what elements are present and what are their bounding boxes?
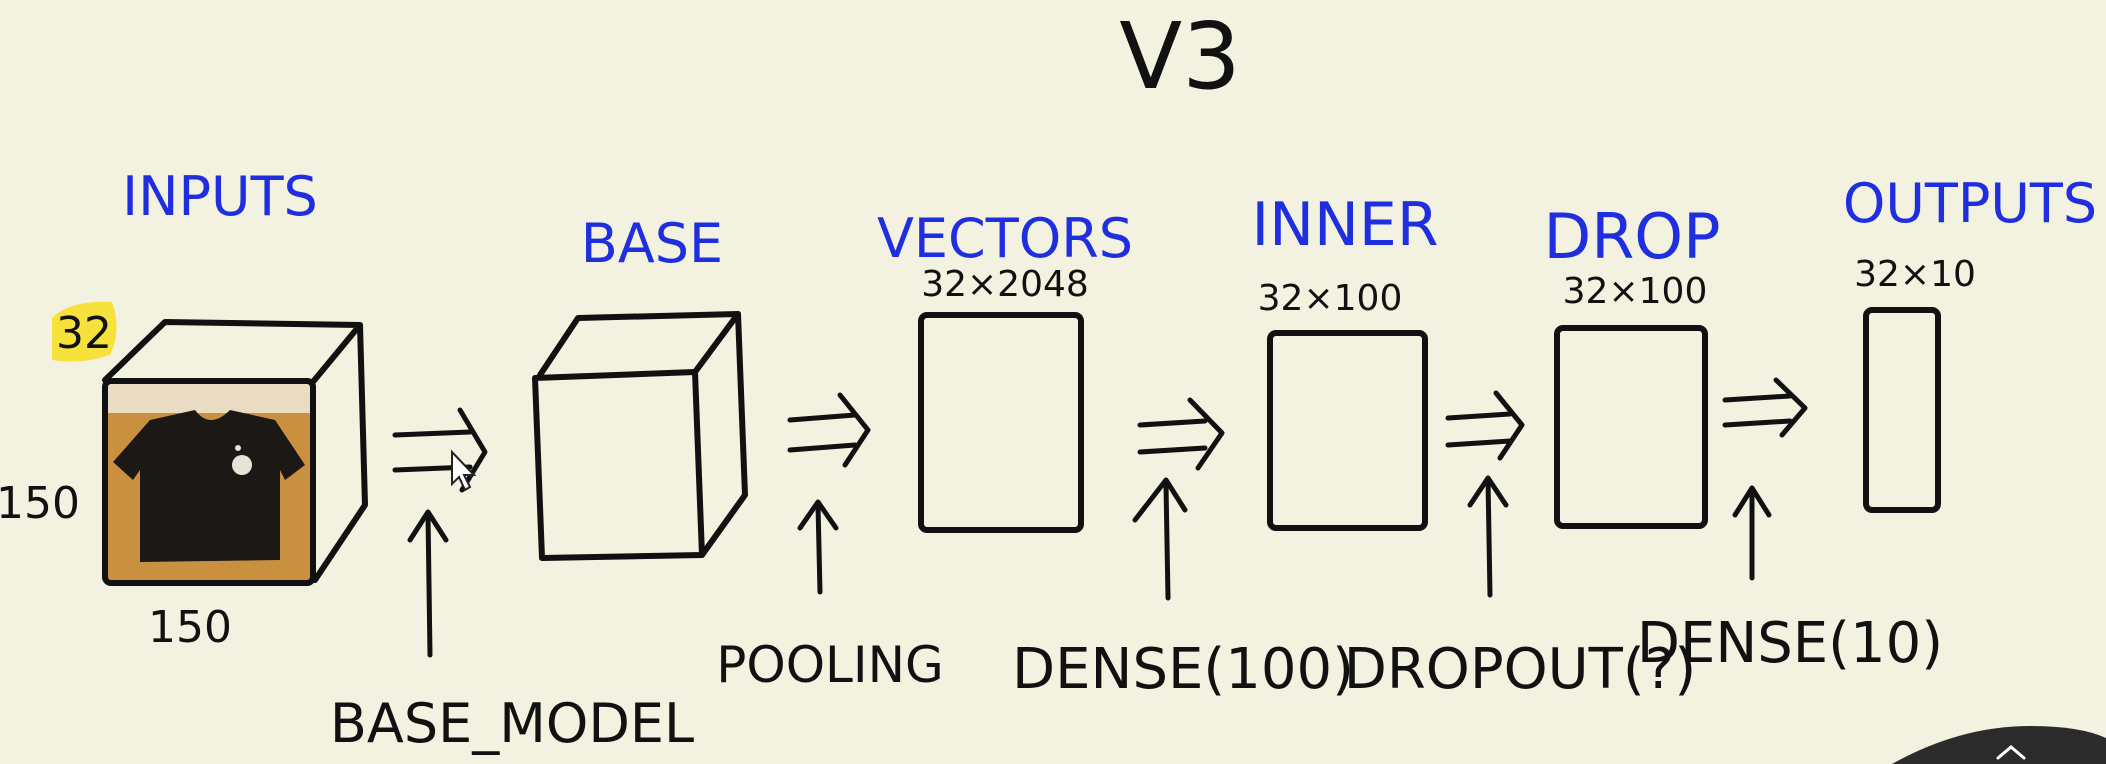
outputs-block [1863,307,1941,513]
corner-control[interactable] [1892,726,2106,764]
stage-label-inputs: INPUTS [122,165,318,228]
op-label-pooling: POOLING [716,636,944,694]
shape-inner: 32×100 [1258,278,1403,319]
op-label-dropout: DROPOUT(?) [1344,637,1697,702]
op-arrow-dropout [1467,475,1509,598]
mouse-cursor-icon [451,449,477,492]
inner-block [1267,330,1428,531]
flow-arrow-1 [392,407,488,493]
op-label-dense100: DENSE(100) [1012,637,1354,702]
stage-label-drop: DROP [1543,200,1720,273]
chevron-up-icon[interactable] [1996,745,2026,760]
vectors-block [918,312,1084,533]
tshirt-photo [107,383,312,583]
diagram-title: V3 [1119,3,1240,110]
stage-label-inner: INNER [1251,190,1438,260]
input-batch-size: 32 [56,308,112,359]
input-cube: 32 [52,301,368,586]
op-label-dense10: DENSE(10) [1637,611,1943,676]
op-arrow-pooling [797,499,839,595]
shape-drop: 32×100 [1563,271,1708,312]
flow-arrow-5 [1722,377,1808,438]
batch-highlight [52,301,117,362]
input-height: 150 [0,478,80,529]
stage-label-vectors: VECTORS [877,207,1133,270]
stage-label-base: BASE [581,212,723,275]
flow-arrow-3 [1137,397,1225,471]
shape-vectors: 32×2048 [921,264,1089,305]
op-arrow-dense10 [1732,485,1772,581]
shape-outputs: 32×10 [1854,254,1976,295]
op-arrow-dense100 [1132,477,1188,601]
flow-arrow-2 [787,392,871,468]
base-cube [532,311,748,561]
drop-block [1554,325,1708,529]
op-arrow-base-model [407,509,449,658]
input-width: 150 [148,602,232,653]
op-label-base-model: BASE_MODEL [330,692,694,755]
flow-arrow-4 [1445,390,1525,461]
stage-label-outputs: OUTPUTS [1843,172,2097,235]
